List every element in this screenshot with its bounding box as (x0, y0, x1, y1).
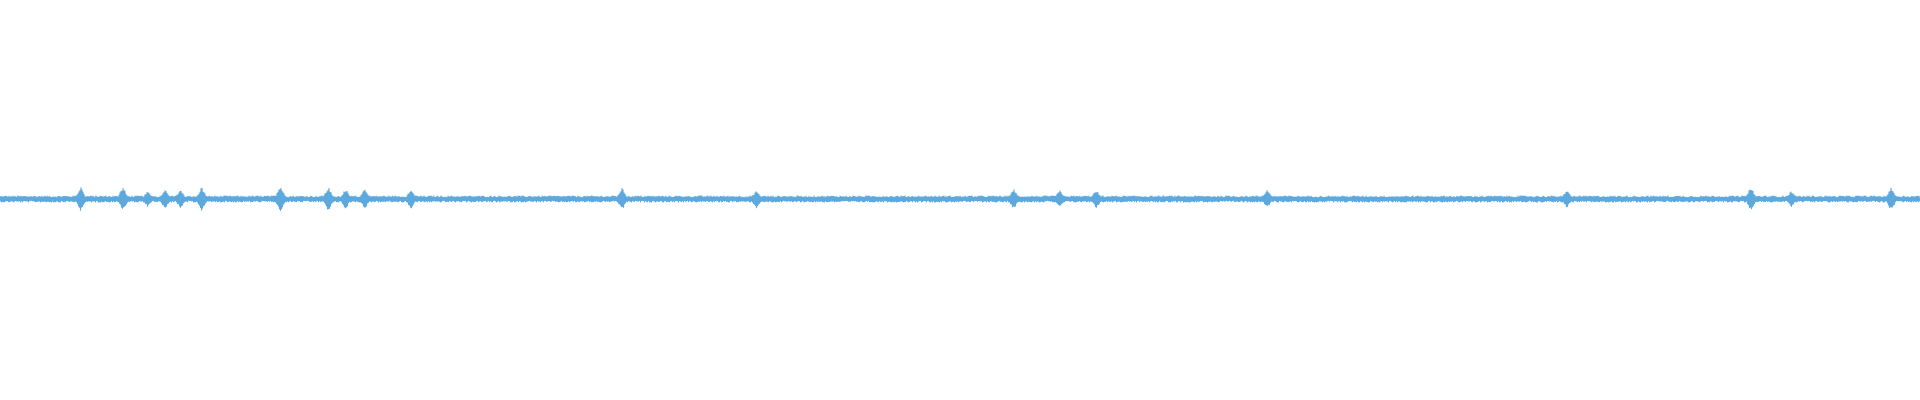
waveform-series-line (0, 187, 1920, 212)
